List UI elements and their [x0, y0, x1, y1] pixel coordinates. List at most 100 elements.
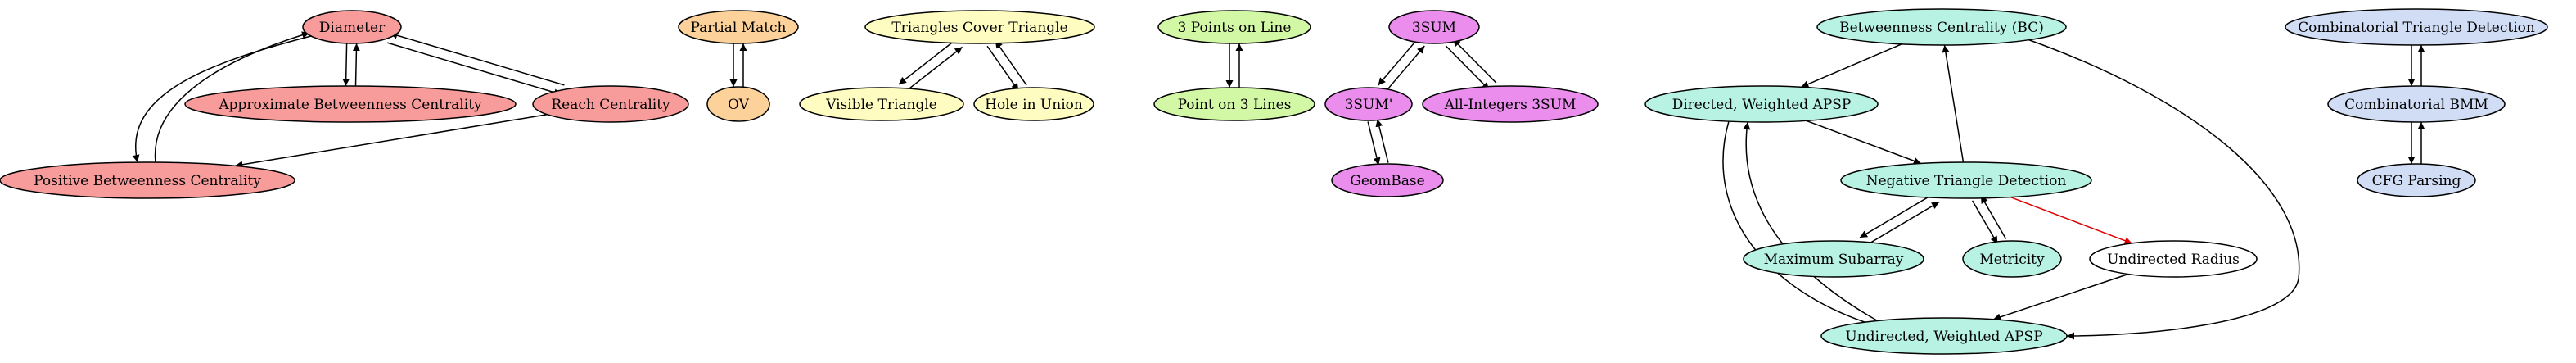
node-threesum: 3SUM	[1388, 10, 1480, 44]
node-visible-tri: Visible Triangle	[799, 87, 964, 121]
node-shape	[678, 10, 799, 44]
node-neg-tri: Negative Triangle Detection	[1840, 161, 2092, 199]
node-bc: Betweenness Centrality (BC)	[1816, 8, 2067, 46]
edge-neg-tri-to-max-sub	[1859, 193, 1935, 238]
edge-threesum-to-allint	[1445, 45, 1490, 91]
node-undir-radius: Undirected Radius	[2089, 240, 2258, 278]
node-label: Hole in Union	[985, 97, 1083, 113]
edge-max-sub-to-neg-tri	[1864, 201, 1940, 247]
node-shape	[973, 87, 1094, 121]
node-label: Maximum Subarray	[1764, 252, 1904, 268]
node-shape	[2357, 163, 2476, 197]
node-shape	[1157, 10, 1311, 44]
edge-bc-to-undir-apsp	[2024, 38, 2300, 340]
node-label: Metricity	[1979, 252, 2045, 268]
node-label: GeomBase	[1350, 173, 1424, 189]
node-label: 3SUM	[1412, 20, 1456, 36]
edge-bc-to-dir-apsp	[1801, 43, 1902, 88]
node-point-3lines: Point on 3 Lines	[1153, 87, 1315, 121]
node-label: Approximate Betweenness Centrality	[218, 97, 482, 113]
node-partial-match: Partial Match	[678, 10, 799, 44]
node-label: Combinatorial BMM	[2344, 97, 2488, 113]
node-shape	[706, 86, 770, 122]
node-shape	[1422, 85, 1599, 123]
node-shape	[1324, 87, 1413, 121]
edge-diameter-to-approx-bc	[342, 43, 350, 86]
node-label: Visible Triangle	[825, 97, 937, 113]
node-label: Reach Centrality	[551, 97, 670, 113]
node-shape	[864, 10, 1095, 44]
node-threesum-p: 3SUM'	[1324, 87, 1413, 121]
node-diameter: Diameter	[302, 10, 402, 44]
node-undir-apsp: Undirected, Weighted APSP	[1820, 317, 2068, 355]
edge-visible-tri-to-tri-cover	[904, 46, 963, 93]
node-max-sub: Maximum Subarray	[1743, 240, 1924, 278]
edge-threesum-p-to-threesum	[1385, 45, 1425, 93]
node-label: CFG Parsing	[2372, 173, 2461, 189]
node-label: Triangles Cover Triangle	[891, 20, 1067, 36]
edge-diameter-to-reach	[386, 42, 562, 97]
node-cfg: CFG Parsing	[2357, 163, 2476, 197]
edge-hole-union-to-tri-cover	[995, 40, 1027, 86]
edge-undir-radius-to-undir-apsp	[1992, 273, 2129, 321]
node-shape	[1331, 163, 1444, 197]
node-shape	[799, 87, 964, 121]
node-shape	[532, 85, 689, 123]
node-label: 3 Points on Line	[1178, 20, 1292, 36]
node-label: Betweenness Centrality (BC)	[1839, 20, 2044, 36]
edge-diameter-to-pos-bc	[132, 35, 312, 163]
node-metricity: Metricity	[1962, 240, 2062, 278]
node-shape	[1816, 8, 2067, 46]
node-geombase: GeomBase	[1331, 163, 1444, 197]
node-label: OV	[728, 97, 750, 113]
node-shape	[1743, 240, 1924, 278]
node-label: Partial Match	[690, 20, 786, 36]
edge-neg-tri-to-bc	[1942, 44, 1965, 163]
node-comb-bmm: Combinatorial BMM	[2327, 85, 2506, 123]
node-label: Directed, Weighted APSP	[1672, 97, 1852, 113]
node-shape	[2327, 85, 2506, 123]
node-allint: All-Integers 3SUM	[1422, 85, 1599, 123]
node-pos-bc: Positive Betweenness Centrality	[0, 161, 295, 199]
node-ov: OV	[706, 86, 770, 122]
node-label: All-Integers 3SUM	[1444, 97, 1577, 113]
node-label: Negative Triangle Detection	[1866, 173, 2067, 189]
edge-threesum-p-to-geombase	[1367, 121, 1381, 166]
node-comb-tri: Combinatorial Triangle Detection	[2285, 8, 2548, 46]
node-hole-union: Hole in Union	[973, 87, 1094, 121]
node-dir-apsp: Directed, Weighted APSP	[1644, 85, 1879, 123]
node-shape	[1962, 240, 2062, 278]
node-tri-cover: Triangles Cover Triangle	[864, 10, 1095, 44]
node-shape	[1840, 161, 2092, 199]
node-label: Combinatorial Triangle Detection	[2298, 20, 2535, 36]
edge-pos-bc-to-diameter	[154, 31, 310, 163]
edge-undir-apsp-to-dir-apsp	[1743, 121, 1884, 324]
edge-tri-cover-to-hole-union	[986, 45, 1019, 92]
node-label: Point on 3 Lines	[1178, 97, 1292, 113]
node-label: 3SUM'	[1345, 97, 1393, 113]
edge-tri-cover-to-visible-tri	[898, 39, 957, 85]
node-shape	[1644, 85, 1879, 123]
node-shape	[1388, 10, 1480, 44]
edge-reach-to-pos-bc	[235, 113, 548, 169]
node-shape	[2285, 8, 2548, 46]
node-label: Positive Betweenness Centrality	[34, 173, 261, 189]
node-shape	[2089, 240, 2258, 278]
edge-dir-apsp-to-undir-apsp	[1722, 120, 1884, 329]
node-shape	[1820, 317, 2068, 355]
node-three-points: 3 Points on Line	[1157, 10, 1311, 44]
edge-dir-apsp-to-neg-tri	[1806, 120, 1922, 165]
edge-geombase-to-threesum-p	[1375, 119, 1389, 163]
edge-reach-to-diameter	[390, 31, 565, 86]
node-shape	[184, 85, 517, 123]
edge-metricity-to-neg-tri	[1980, 195, 2007, 239]
edge-neg-tri-to-metricity	[1971, 200, 1998, 244]
edges-layer	[132, 31, 2425, 340]
node-label: Undirected Radius	[2107, 252, 2240, 268]
edge-approx-bc-to-diameter	[352, 43, 360, 87]
edge-allint-to-threesum	[1452, 39, 1497, 84]
node-shape	[0, 161, 295, 199]
node-shape	[302, 10, 402, 44]
